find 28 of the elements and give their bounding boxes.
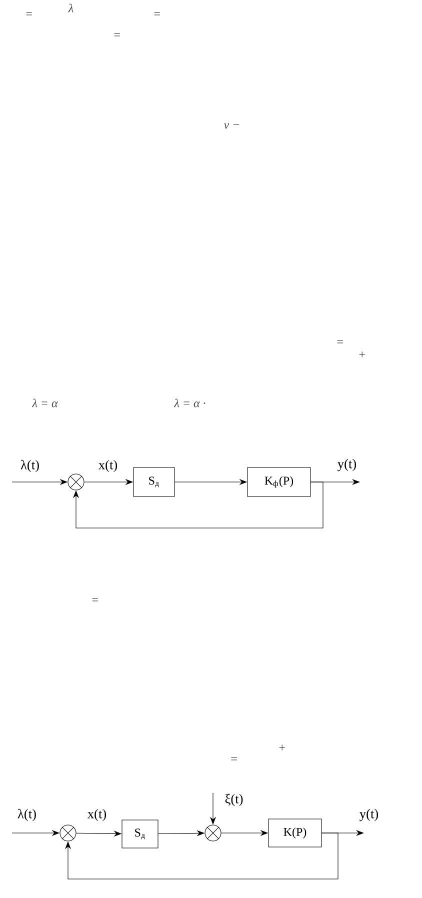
- summing-junction: [204, 824, 222, 842]
- signal-label: y(t): [338, 458, 356, 472]
- signal-label: λ(t): [18, 808, 36, 822]
- summing-junction: [60, 824, 76, 842]
- formula-fragment: +: [279, 744, 285, 750]
- signal-label: λ(t): [20, 460, 39, 472]
- signal-label: y(t): [360, 808, 378, 822]
- formula-fragment: =: [231, 757, 237, 760]
- signal-label: ξ(t): [225, 794, 243, 806]
- block-box: K$_{ф}$(P): [247, 467, 311, 497]
- block-box: K(P): [268, 818, 322, 848]
- formula-fragment: λ = α ·: [174, 398, 206, 408]
- formula-fragment: λ: [68, 4, 74, 12]
- formula-fragment: λ = α: [32, 398, 58, 408]
- formula-fragment: =: [26, 12, 32, 16]
- formula-fragment: +: [359, 352, 365, 358]
- formula-fragment: =: [337, 340, 343, 344]
- formula-fragment: =: [114, 33, 120, 36]
- formula-fragment: =: [92, 598, 98, 602]
- summing-junction: [68, 474, 84, 490]
- arrow: [72, 482, 324, 528]
- signal-label: x(t): [88, 808, 106, 822]
- formula-fragment: =: [154, 12, 160, 16]
- formula-fragment: ν −: [224, 123, 240, 129]
- signal-label: x(t): [98, 460, 118, 472]
- arrow: [64, 832, 338, 880]
- block-box: S$_{д}$: [122, 820, 158, 848]
- block-box: S$_{д}$: [133, 467, 175, 497]
